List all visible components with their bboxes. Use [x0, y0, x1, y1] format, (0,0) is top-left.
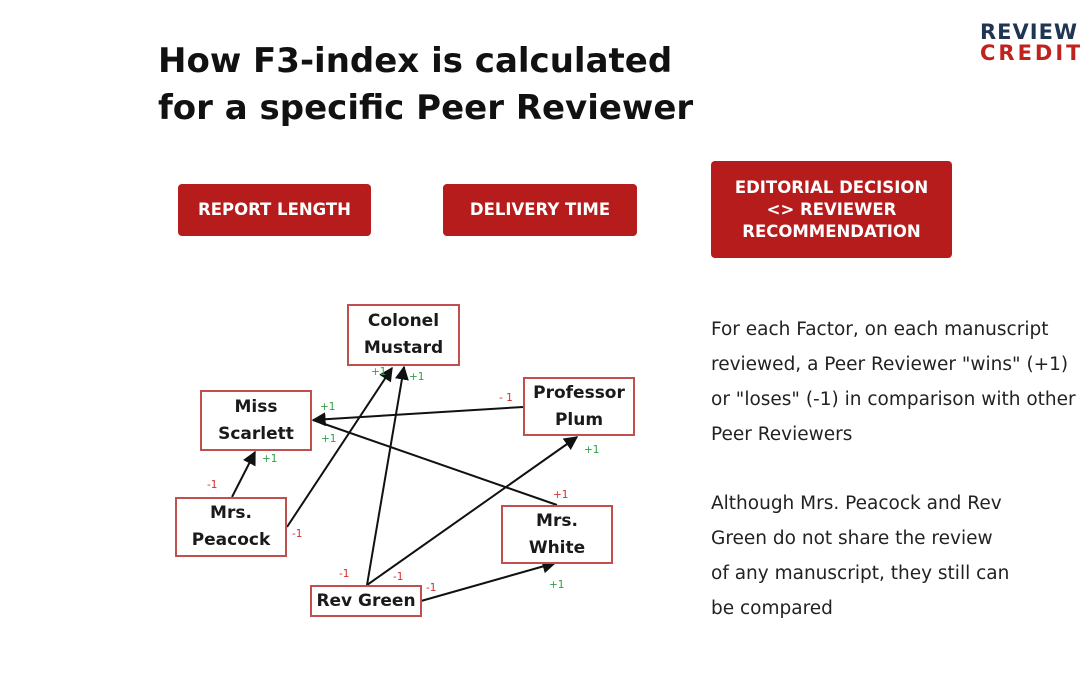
edge-label-scarlett-plum: +1 — [320, 401, 335, 413]
node-rev-green: Rev Green — [310, 585, 422, 617]
para2-line: Green do not share the review — [711, 528, 993, 549]
edge-white-scarlett — [312, 419, 558, 506]
para1-line: reviewed, a Peer Reviewer "wins" (+1) — [711, 354, 1069, 375]
logo-line-2: CREDIT — [980, 41, 1080, 64]
title-line-2: for a specific Peer Reviewer — [158, 88, 694, 128]
node-miss-scarlett: Miss Scarlett — [200, 390, 312, 451]
edge-green-plum — [366, 436, 579, 586]
page-title: How F3-index is calculated for a specifi… — [158, 38, 718, 132]
para1-line: Peer Reviewers — [711, 424, 853, 445]
explanation-paragraph-1: For each Factor, on each manuscript revi… — [711, 312, 1080, 452]
node-professor-plum: Professor Plum — [523, 377, 635, 436]
edge-label-peacock-scarlett: -1 — [207, 479, 217, 491]
logo-line-1: REVIEW — [980, 22, 1079, 44]
node-mrs-peacock: Mrs. Peacock — [175, 497, 287, 557]
edge-label-green-mustard: -1 — [393, 571, 403, 583]
edge-label-mustard-peacock: +1 — [371, 366, 386, 378]
edge-label-white-scarlett: +1 — [553, 489, 568, 501]
edge-label-plum-green: +1 — [584, 444, 599, 456]
edge-label-white-green: +1 — [549, 579, 564, 591]
edge-label-green-white: -1 — [426, 582, 436, 594]
edge-green-white — [420, 559, 557, 602]
edge-peacock-scarlett — [231, 450, 256, 498]
report-length-factor: REPORT LENGTH — [178, 184, 371, 236]
delivery-time-factor: DELIVERY TIME — [443, 184, 637, 236]
edge-green-mustard — [366, 365, 409, 586]
node-mrs-white: Mrs. White — [501, 505, 613, 564]
edge-label-scarlett-white: +1 — [321, 433, 336, 445]
edge-label-green-plum: -1 — [339, 568, 349, 580]
reviewcredit-logo: REVIEW CREDIT — [980, 22, 1080, 64]
para1-line: For each Factor, on each manuscript — [711, 319, 1049, 340]
title-line-1: How F3-index is calculated — [158, 41, 673, 81]
edge-plum-scarlett — [311, 406, 524, 427]
edge-label-plum-loss: - 1 — [499, 392, 513, 404]
edge-peacock-mustard — [286, 366, 393, 528]
para2-line: Although Mrs. Peacock and Rev — [711, 493, 1002, 514]
editorial-decision-factor: EDITORIAL DECISION <> REVIEWER RECOMMEND… — [711, 161, 952, 258]
para2-line: of any manuscript, they still can — [711, 563, 1010, 584]
node-colonel-mustard: Colonel Mustard — [347, 304, 460, 366]
edge-label-mustard-green: +1 — [409, 371, 424, 383]
edge-label-peacock-mustard: -1 — [292, 528, 302, 540]
para2-line: be compared — [711, 598, 833, 619]
edge-label-scarlett-peacock: +1 — [262, 453, 277, 465]
explanation-paragraph-2: Although Mrs. Peacock and Rev Green do n… — [711, 486, 1080, 626]
para1-line: or "loses" (-1) in comparison with other — [711, 389, 1076, 410]
